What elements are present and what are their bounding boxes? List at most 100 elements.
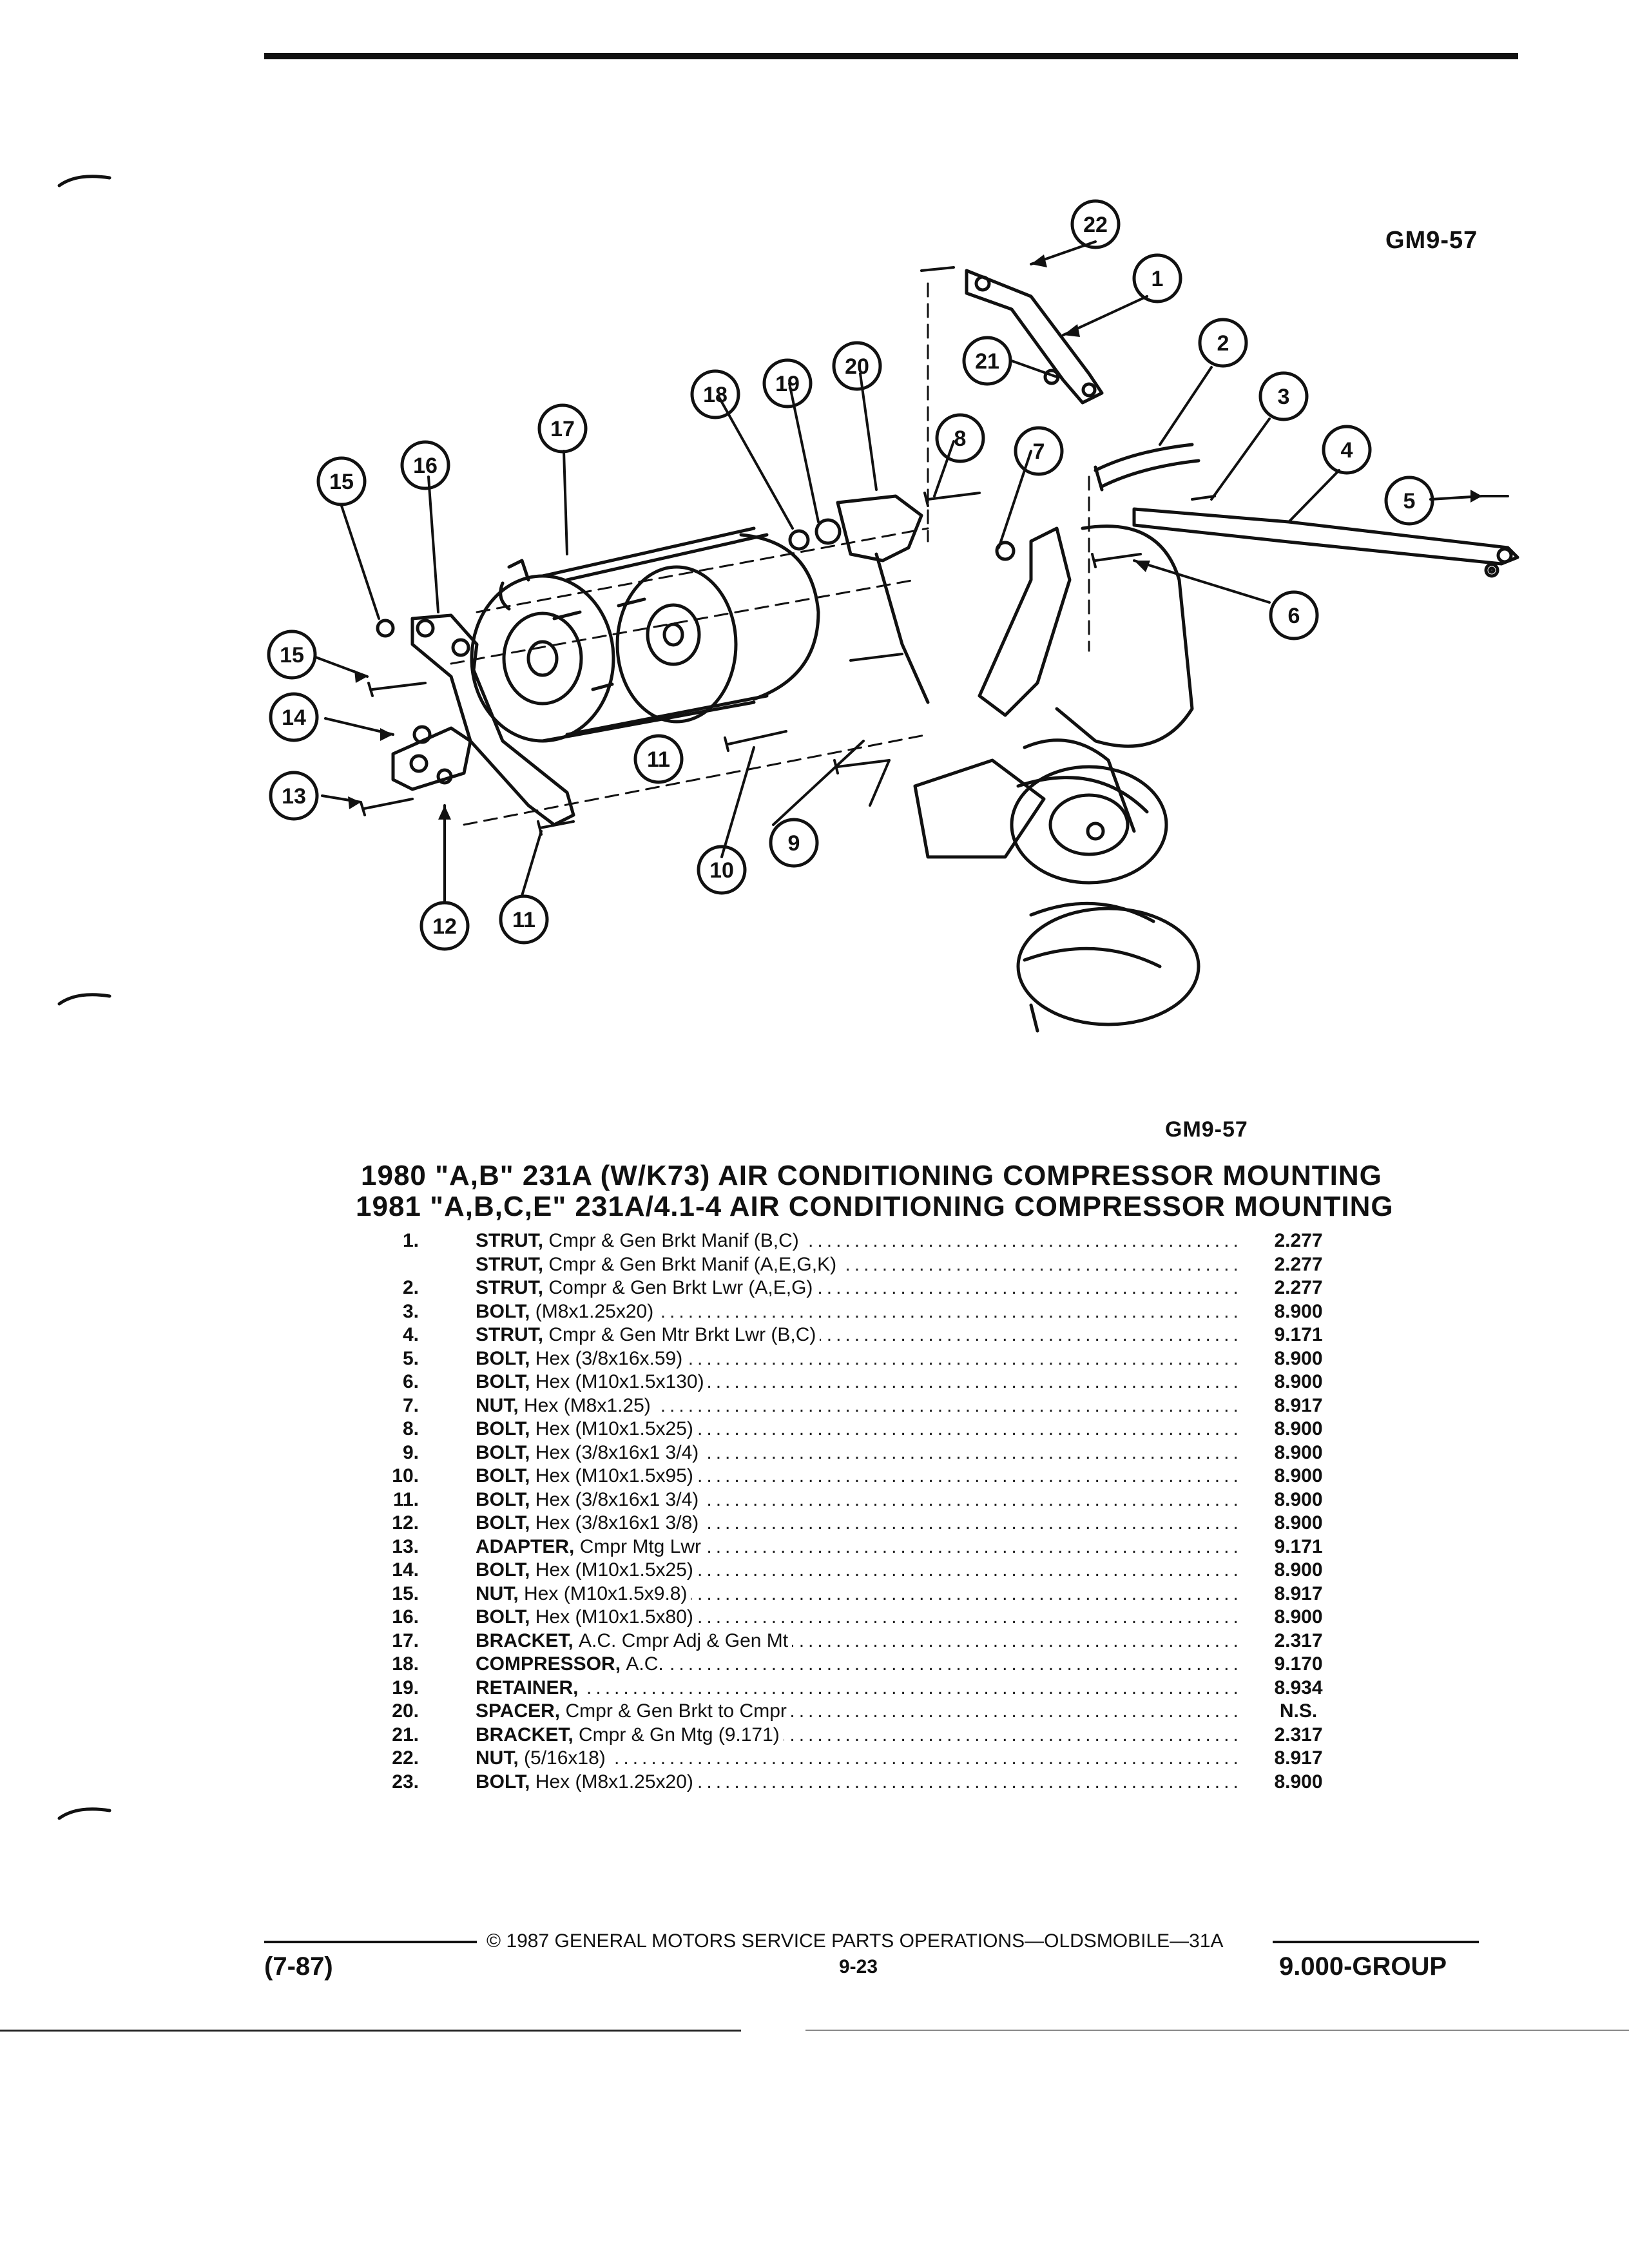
part-number: 5. <box>402 1347 419 1369</box>
part-description: Hex (M8x1.25x20) <box>535 1771 693 1792</box>
part-type: NUT, <box>476 1747 519 1769</box>
callout-18: 17 <box>550 417 575 441</box>
part-name: BRACKET, A.C. Cmpr Adj & Gen Mt <box>476 1629 793 1653</box>
part-name: BOLT, Hex (M10x1.5x80) <box>476 1606 697 1629</box>
group-code: 8.900 <box>1274 1441 1323 1463</box>
part-name: BOLT, Hex (M8x1.25x20) <box>476 1770 697 1794</box>
parts-row: 6.......................................… <box>361 1370 1379 1394</box>
group-code: 8.900 <box>1274 1606 1323 1628</box>
part-type: NUT, <box>476 1394 519 1416</box>
group-code: 2.317 <box>1274 1629 1323 1651</box>
parts-row: ........................................… <box>361 1253 1379 1276</box>
part-name: BOLT, Hex (M10x1.5x25) <box>476 1559 697 1582</box>
part-description: A.C. Cmpr Adj & Gen Mt <box>579 1629 789 1651</box>
part-description: A.C. <box>626 1653 664 1675</box>
group-code: 9.170 <box>1274 1653 1323 1675</box>
part-type: BOLT, <box>476 1418 530 1439</box>
part-number: 21. <box>392 1724 419 1745</box>
part-description: Cmpr Mtg Lwr <box>579 1535 702 1557</box>
part-name: SPACER, Cmpr & Gen Brkt to Cmpr <box>476 1700 791 1724</box>
part-type: COMPRESSOR, <box>476 1653 621 1675</box>
part-number: 1. <box>402 1230 419 1251</box>
part-type: BOLT, <box>476 1441 530 1463</box>
part-number: 10. <box>392 1465 419 1486</box>
part-description: Hex (3/8x16x1 3/8) <box>535 1512 699 1533</box>
part-name: STRUT, Compr & Gen Brkt Lwr (A,E,G) <box>476 1276 817 1300</box>
lower-strut <box>1132 507 1519 566</box>
callout-3: 3 <box>1278 385 1290 409</box>
parts-row: 23......................................… <box>361 1770 1379 1794</box>
parts-row: 10......................................… <box>361 1465 1379 1488</box>
part-description: Hex (M10x1.5x130) <box>535 1371 704 1392</box>
parts-row: 13......................................… <box>361 1535 1379 1559</box>
parts-row: 12......................................… <box>361 1512 1379 1535</box>
callout-15-lower: 14 <box>282 706 306 730</box>
part-name: BRACKET, Cmpr & Gn Mtg (9.171) <box>476 1723 784 1747</box>
parts-row: 11......................................… <box>361 1488 1379 1512</box>
callout-14: 13 <box>282 784 306 809</box>
parts-row: 22......................................… <box>361 1747 1379 1771</box>
group-code: 2.277 <box>1274 1230 1323 1251</box>
callout-12: 11 <box>512 908 535 932</box>
parts-row: 16......................................… <box>361 1606 1379 1629</box>
part-name: BOLT, (M8x1.25x20) <box>476 1300 658 1323</box>
parts-row: 18......................................… <box>361 1653 1379 1677</box>
callout-16: 15 <box>280 643 304 668</box>
part-type: BOLT, <box>476 1606 530 1628</box>
group-number: 9.000-GROUP <box>1279 1952 1447 1981</box>
scan-edge-line <box>805 2030 1629 2031</box>
top-rule <box>264 53 1518 59</box>
group-code: N.S. <box>1279 1700 1318 1722</box>
parts-row: 5.......................................… <box>361 1347 1379 1370</box>
callout-8: 8 <box>954 427 967 451</box>
part-name: NUT, Hex (M8x1.25) <box>476 1394 655 1418</box>
part-description: Hex (M10x1.5x95) <box>535 1465 693 1486</box>
copyright-line: © 1987 GENERAL MOTORS SERVICE PARTS OPER… <box>487 1930 1224 1952</box>
callout-11: 11 <box>647 747 670 772</box>
group-code: 8.900 <box>1274 1371 1323 1392</box>
parts-row: 15......................................… <box>361 1582 1379 1606</box>
part-type: RETAINER, <box>476 1677 579 1698</box>
parts-row: 8.......................................… <box>361 1418 1379 1441</box>
part-description: (M8x1.25x20) <box>535 1300 654 1322</box>
part-type: BRACKET, <box>476 1629 574 1651</box>
part-number: 17. <box>392 1629 419 1651</box>
callout-21: 20 <box>845 354 869 379</box>
part-description: (5/16x18) <box>524 1747 606 1769</box>
part-type: BOLT, <box>476 1371 530 1392</box>
parts-row: 14......................................… <box>361 1559 1379 1582</box>
part-number: 19. <box>392 1677 419 1698</box>
part-type: BOLT, <box>476 1771 530 1792</box>
part-name: STRUT, Cmpr & Gen Brkt Manif (B,C) <box>476 1229 803 1253</box>
part-number: 2. <box>402 1277 419 1298</box>
part-name: COMPRESSOR, A.C. <box>476 1653 668 1677</box>
part-name: BOLT, Hex (M10x1.5x130) <box>476 1370 708 1394</box>
part-type: BRACKET, <box>476 1724 574 1745</box>
part-name: NUT, Hex (M10x1.5x9.8) <box>476 1582 691 1606</box>
crop-mark <box>57 1807 111 1820</box>
callout-10: 10 <box>709 858 734 883</box>
leader-dots: ........................................… <box>476 1677 1237 1698</box>
part-type: STRUT, <box>476 1253 543 1275</box>
part-description: Hex (M10x1.5x80) <box>535 1606 693 1628</box>
callout-1: 1 <box>1152 267 1164 291</box>
upper-strut <box>965 269 1104 405</box>
part-type: BOLT, <box>476 1559 530 1581</box>
part-description: Cmpr & Gn Mtg (9.171) <box>579 1724 780 1745</box>
figure-code-bottom: GM9-57 <box>1165 1117 1248 1142</box>
part-number: 11. <box>392 1488 419 1510</box>
scan-edge-line <box>0 2030 741 2032</box>
parts-row: 1.......................................… <box>361 1229 1379 1253</box>
callout-5: 5 <box>1403 489 1416 514</box>
footer-rule-right <box>1273 1941 1479 1943</box>
parts-row: 3.......................................… <box>361 1300 1379 1323</box>
part-name: BOLT, Hex (3/8x16x1 3/8) <box>476 1512 703 1535</box>
group-code: 8.900 <box>1274 1512 1323 1533</box>
part-name: BOLT, Hex (3/8x16x1 3/4) <box>476 1488 703 1512</box>
part-description: Hex (M10x1.5x25) <box>535 1559 693 1581</box>
crop-mark <box>57 175 111 187</box>
callout-22: 21 <box>975 349 999 374</box>
group-code: 8.917 <box>1274 1747 1323 1769</box>
section-title-1981: 1981 "A,B,C,E" 231A/4.1-4 AIR CONDITIONI… <box>356 1191 1394 1222</box>
